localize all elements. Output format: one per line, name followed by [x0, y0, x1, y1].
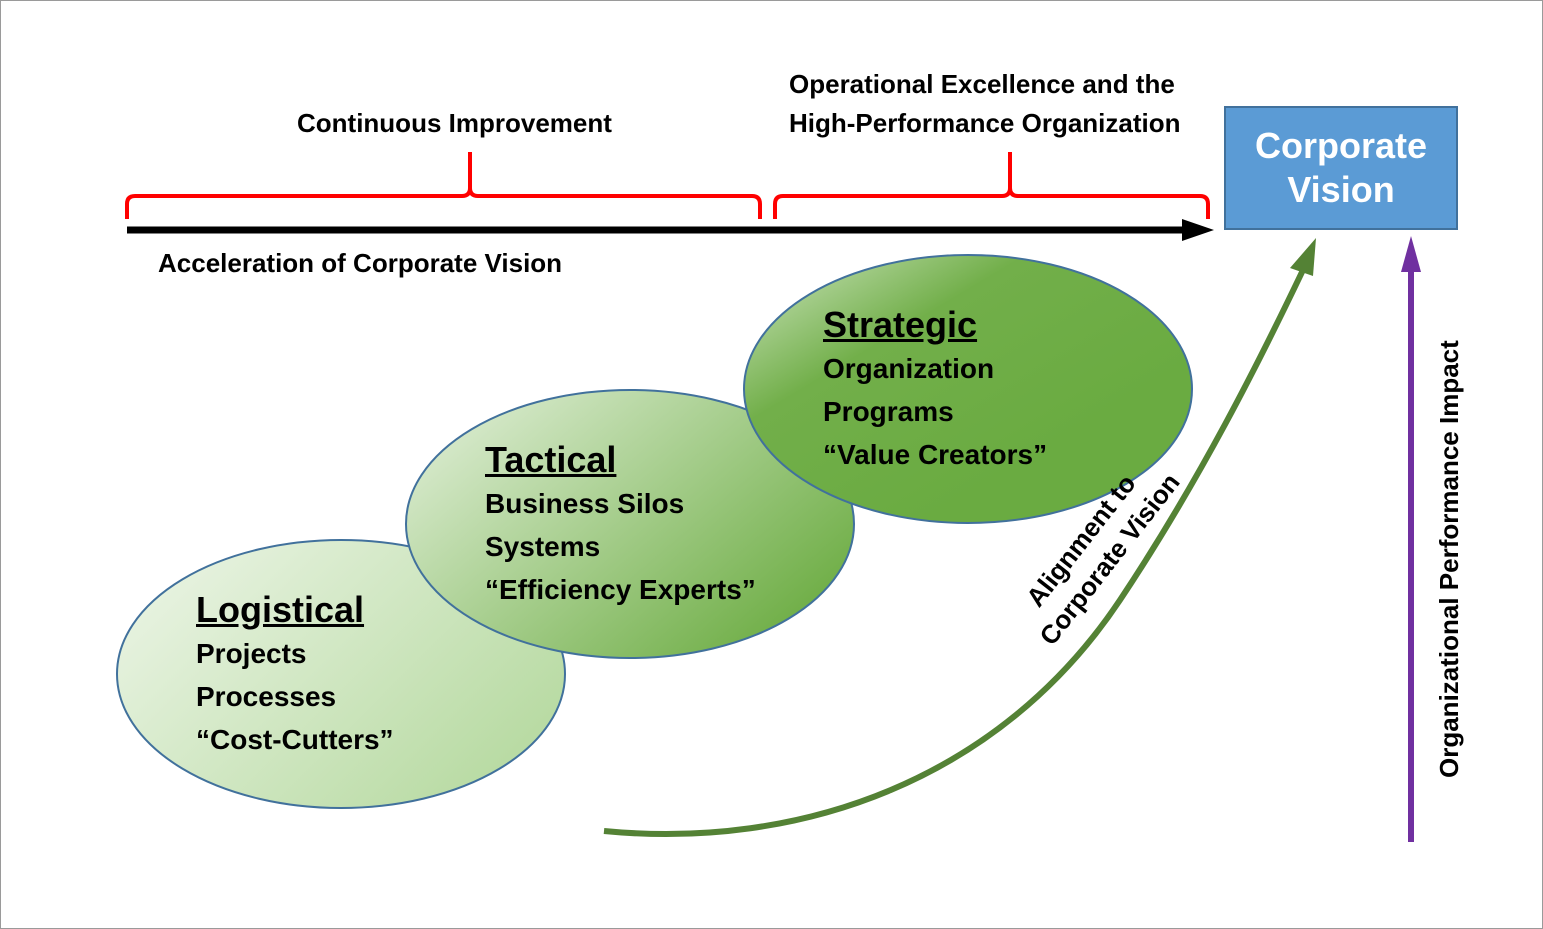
logistical-title: Logistical: [196, 589, 365, 630]
corporate-vision-box: Corporate Vision: [1224, 106, 1458, 230]
bracket-continuous-improvement: [125, 152, 762, 219]
continuous-improvement-label: Continuous Improvement: [297, 108, 612, 138]
ellipse-strategic: [743, 254, 1193, 524]
corporate-vision-line1: Corporate: [1254, 125, 1428, 166]
strategic-item: Organization: [823, 353, 995, 384]
logistical-text: Logistical Projects Processes “Cost-Cutt…: [196, 588, 394, 761]
tactical-title: Tactical: [485, 439, 617, 480]
strategic-item: Programs: [823, 396, 954, 427]
tactical-item: Systems: [485, 531, 601, 562]
ellipse-tactical: [405, 389, 855, 659]
tactical-item: Business Silos: [485, 488, 685, 519]
impact-label: Organizational Performance Impact: [1434, 340, 1464, 778]
alignment-arrow-head: [1290, 238, 1316, 276]
acceleration-label: Acceleration of Corporate Vision: [158, 248, 563, 278]
bracket-operational-excellence: [773, 152, 1210, 219]
alignment-arrow-curve: [603, 268, 1306, 837]
corporate-vision-line2: Vision: [1287, 169, 1395, 210]
operational-excellence-label-line1: Operational Excellence and the: [789, 69, 1175, 99]
tactical-text: Tactical Business Silos Systems “Efficie…: [485, 438, 756, 611]
logistical-item: Projects: [196, 638, 307, 669]
strategic-title: Strategic: [823, 304, 978, 345]
tactical-item: “Efficiency Experts”: [485, 574, 756, 605]
logistical-item: Processes: [196, 681, 337, 712]
timeline-arrow-head: [1182, 219, 1214, 241]
operational-excellence-label-line2: High-Performance Organization: [789, 108, 1181, 138]
logistical-item: “Cost-Cutters”: [196, 724, 394, 755]
strategic-item: “Value Creators”: [823, 439, 1048, 470]
impact-arrow-head: [1401, 236, 1421, 272]
strategic-text: Strategic Organization Programs “Value C…: [823, 303, 1047, 476]
